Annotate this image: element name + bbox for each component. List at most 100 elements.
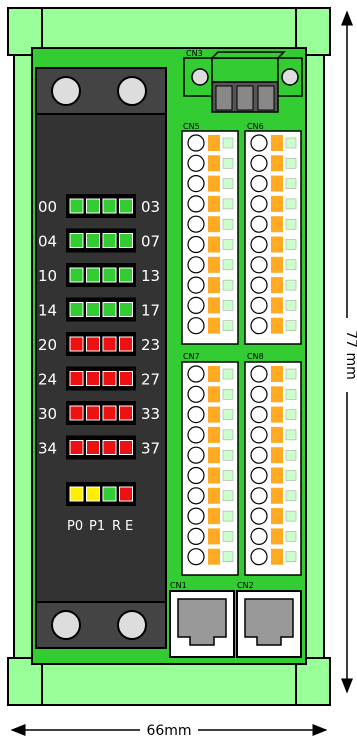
terminal-clamp	[271, 175, 283, 192]
led-green	[102, 198, 117, 214]
terminal-slot	[222, 198, 234, 210]
led-green	[102, 267, 117, 283]
terminal-clamp	[271, 528, 283, 545]
led-red	[69, 405, 84, 421]
cn6-terminal-block	[244, 130, 302, 345]
terminal-slot	[222, 510, 234, 522]
led-row-end-label: 03	[141, 198, 160, 216]
status-led-yellow	[86, 486, 100, 502]
terminal-slot	[285, 389, 297, 400]
led-red	[119, 440, 133, 455]
terminal-slot	[222, 218, 234, 230]
screw-icon	[51, 76, 81, 106]
terminal-slot	[222, 429, 234, 441]
terminal-slot	[222, 259, 234, 271]
terminal-screw-icon	[187, 215, 205, 233]
led-row-end-label: 07	[141, 233, 160, 251]
terminal-clamp	[271, 135, 283, 151]
terminal-screw-icon	[187, 317, 205, 335]
terminal-slot	[285, 510, 297, 522]
terminal-clamp	[208, 426, 220, 443]
led-row-end-label: 17	[141, 302, 160, 320]
cn8-label: CN8	[247, 352, 264, 361]
terminal-screw-icon	[250, 235, 268, 254]
led-green	[119, 267, 133, 283]
terminal-screw-icon	[187, 466, 205, 485]
terminal-screw-icon	[187, 426, 205, 444]
terminal-slot	[222, 158, 234, 169]
terminal-slot	[222, 490, 234, 502]
terminal-slot	[222, 137, 234, 149]
led-green	[86, 233, 100, 248]
terminal-clamp	[208, 195, 220, 212]
terminal-screw-icon	[250, 215, 268, 233]
terminal-clamp	[208, 487, 220, 504]
terminal-slot	[285, 239, 297, 250]
terminal-clamp	[271, 195, 283, 212]
terminal-screw-icon	[187, 154, 205, 172]
terminal-screw-icon	[187, 385, 205, 403]
terminal-slot	[222, 368, 234, 380]
terminal-screw-icon	[187, 235, 205, 254]
status-leds	[66, 482, 136, 506]
terminal-slot	[285, 470, 297, 481]
led-red	[119, 336, 133, 352]
led-red	[102, 371, 117, 386]
led-green	[102, 233, 117, 248]
terminal-screw-icon	[187, 175, 205, 193]
terminal-screw-icon	[250, 175, 268, 193]
terminal-clamp	[208, 216, 220, 233]
led-red	[119, 405, 133, 421]
led-green	[119, 198, 133, 214]
terminal-clamp	[271, 426, 283, 443]
terminal-screw-icon	[250, 276, 268, 294]
terminal-screw-icon	[187, 548, 205, 566]
terminal-screw-icon	[187, 256, 205, 274]
terminal-slot	[285, 279, 297, 291]
led-green	[86, 198, 100, 214]
led-row-start-label: 30	[38, 405, 57, 423]
terminal-clamp	[271, 487, 283, 504]
terminal-screw-icon	[187, 446, 205, 464]
led-red	[102, 440, 117, 455]
led-red	[69, 336, 84, 352]
terminal-slot	[222, 300, 234, 311]
led-green	[69, 267, 84, 283]
terminal-clamp	[208, 528, 220, 545]
terminal-slot	[285, 300, 297, 311]
led-row-end-label: 37	[141, 440, 160, 458]
terminal-slot	[285, 218, 297, 230]
cn6-label: CN6	[247, 122, 264, 131]
terminal-slot	[285, 531, 297, 542]
terminal-slot	[285, 137, 297, 149]
cn1-rj45-port	[169, 590, 235, 658]
terminal-screw-icon	[187, 487, 205, 505]
terminal-slot	[222, 449, 234, 461]
led-green	[69, 198, 84, 214]
led-red	[86, 440, 100, 455]
terminal-clamp	[271, 256, 283, 273]
terminal-slot	[285, 320, 297, 331]
screw-icon	[281, 68, 299, 86]
led-red	[102, 405, 117, 421]
led-row-start-label: 34	[38, 440, 57, 458]
terminal-slot	[285, 158, 297, 169]
terminal-screw-icon	[250, 487, 268, 505]
terminal-slot	[285, 409, 297, 420]
terminal-blocks	[181, 130, 302, 576]
terminal-clamp	[271, 236, 283, 253]
led-green	[86, 267, 100, 283]
terminal-screw-icon	[250, 507, 268, 525]
terminal-slot	[285, 368, 297, 380]
terminal-clamp	[208, 297, 220, 314]
terminal-clamp	[208, 467, 220, 484]
terminal-screw-icon	[250, 317, 268, 335]
cn7-label: CN7	[183, 352, 200, 361]
terminal-clamp	[208, 155, 220, 172]
terminal-slot	[222, 409, 234, 420]
led-red	[69, 371, 84, 386]
terminal-clamp	[271, 548, 283, 565]
led-row-end-label: 23	[141, 336, 160, 354]
